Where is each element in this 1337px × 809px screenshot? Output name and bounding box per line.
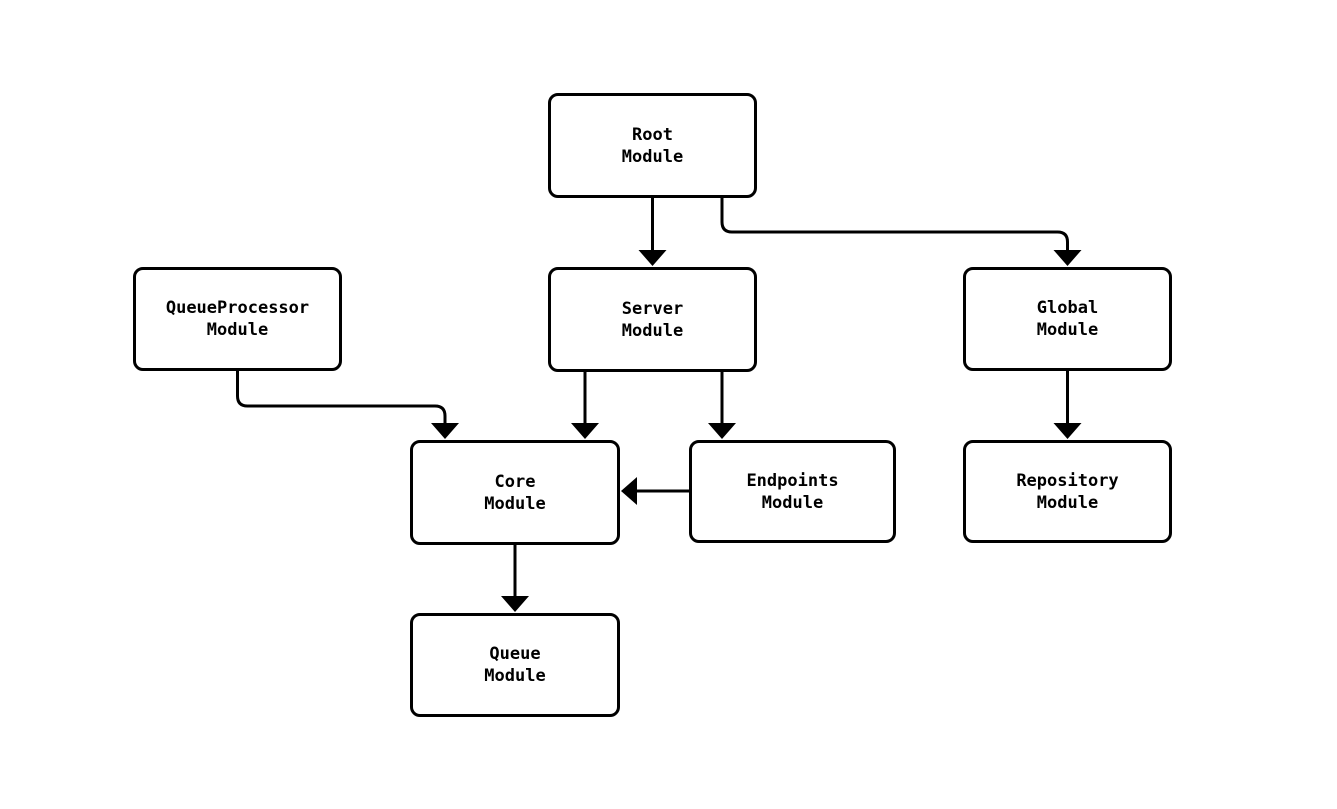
edge-endpoints-core — [621, 477, 689, 505]
edge-root-server — [638, 198, 667, 266]
node-global-module: Global Module — [963, 267, 1172, 371]
edge-server-core — [571, 372, 599, 439]
node-core-module: Core Module — [410, 440, 620, 545]
node-repository-module: Repository Module — [963, 440, 1172, 543]
edge-server-endpoints — [708, 372, 736, 439]
node-server-module: Server Module — [548, 267, 757, 372]
edge-global-repository — [1053, 371, 1082, 439]
node-root-module: Root Module — [548, 93, 757, 198]
node-endpoints-module: Endpoints Module — [689, 440, 896, 543]
edge-queueprocessor-core — [236, 371, 459, 439]
edge-root-global — [720, 198, 1082, 266]
edge-core-queue — [501, 545, 529, 612]
node-queue-module: Queue Module — [410, 613, 620, 717]
node-queueprocessor-module: QueueProcessor Module — [133, 267, 342, 371]
